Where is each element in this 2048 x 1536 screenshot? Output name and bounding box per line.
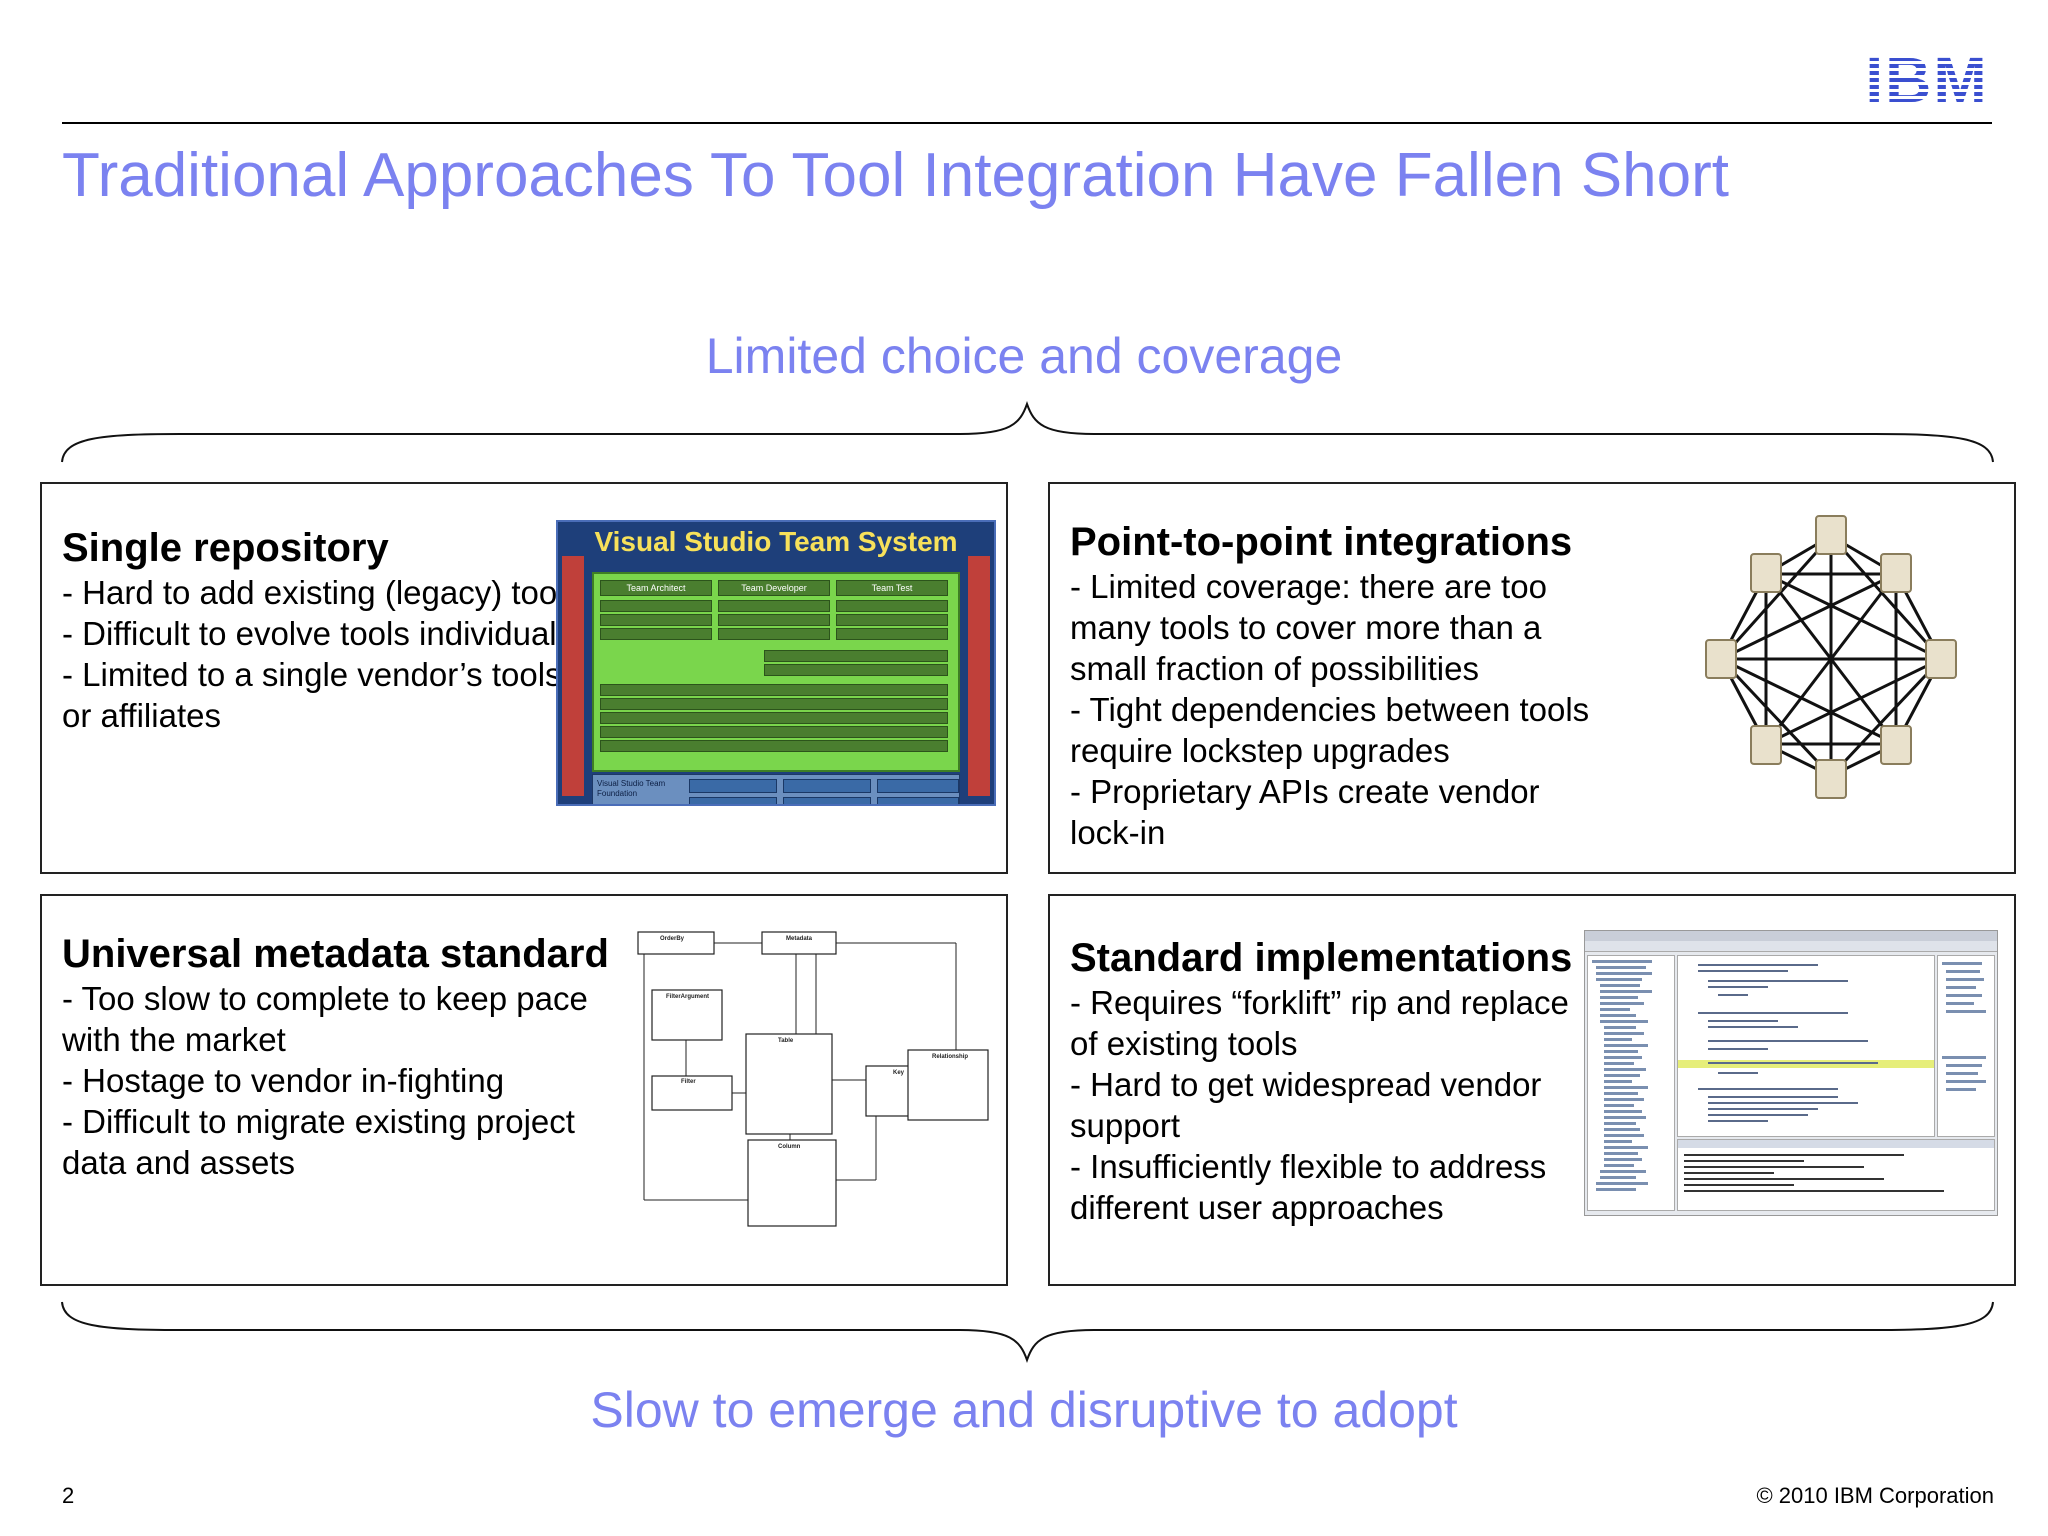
page-number: 2 (62, 1483, 75, 1508)
vsts-diagram-image: Visual Studio Team System Team Architect… (556, 520, 996, 806)
svg-text:Key: Key (893, 1070, 905, 1076)
vsts-box (689, 797, 777, 804)
ide-code-lines (1678, 964, 1934, 1122)
ide-screenshot-image (1584, 930, 1998, 1216)
ide-console (1677, 1139, 1995, 1211)
panel-standard-implementations: Standard implementations - Requires “for… (1048, 894, 2016, 1286)
top-caption: Limited choice and coverage (705, 328, 1343, 384)
svg-text:Metadata: Metadata (786, 936, 813, 942)
ide-editor (1677, 955, 1935, 1137)
bullet: - Hostage to vendor in-fighting (62, 1062, 505, 1099)
bullet: - Hard to add existing (legacy) tools (62, 574, 582, 611)
vsts-box (718, 600, 830, 612)
panel-point-to-point: Point-to-point integrations - Limited co… (1048, 482, 2016, 874)
panel-heading: Point-to-point integrations (1070, 520, 1573, 564)
panel-universal-metadata: Universal metadata standard - Too slow t… (40, 894, 1008, 1286)
bullet: - Tight dependencies between tools requi… (1070, 691, 1590, 769)
top-brace (61, 400, 1994, 463)
panel-heading: Standard implementations (1070, 936, 1573, 980)
bottom-caption: Slow to emerge and disruptive to adopt (590, 1382, 1458, 1438)
ide-package-explorer (1587, 955, 1675, 1211)
vsts-box (689, 779, 777, 793)
network-mesh-image (1705, 515, 1957, 799)
svg-text:OrderBy: OrderBy (660, 936, 685, 942)
ibm-logo: IBM (1865, 50, 1988, 106)
vsts-box (600, 698, 948, 710)
panel-heading: Universal metadata standard (62, 932, 609, 976)
bullet: - Difficult to migrate existing project … (62, 1103, 575, 1181)
vsts-box (600, 684, 948, 696)
vsts-box (718, 614, 830, 626)
vsts-title: Visual Studio Team System (594, 526, 958, 557)
vsts-box (836, 600, 948, 612)
vsts-box (600, 740, 948, 752)
bullet: - Insufficiently flexible to address dif… (1070, 1148, 1547, 1226)
vsts-foundation-label: Visual Studio Team Foundation (597, 779, 666, 798)
svg-text:Relationship: Relationship (932, 1054, 968, 1060)
ide-toolbar (1585, 941, 1997, 952)
svg-text:Table: Table (778, 1038, 794, 1044)
vsts-box (764, 664, 948, 676)
ide-console-lines (1678, 1140, 1994, 1192)
ide-titlebar (1585, 931, 1997, 941)
svg-text:FilterArgument: FilterArgument (666, 994, 709, 1000)
bullet: - Proprietary APIs create vendor lock-in (1070, 773, 1540, 851)
vsts-left-bar (562, 556, 584, 796)
vsts-foundation-area: Visual Studio Team Foundation (592, 774, 960, 804)
svg-text:Column: Column (778, 1144, 801, 1150)
bullet: - Difficult to evolve tools individually (62, 615, 581, 652)
uml-diagram-image: OrderBy Metadata FilterArgument Filter T… (637, 931, 989, 1227)
ide-outline (1937, 955, 1995, 1137)
vsts-box (836, 628, 948, 640)
vsts-box (600, 600, 712, 612)
svg-text:IBM: IBM (1865, 50, 1988, 106)
vsts-box (600, 712, 948, 724)
copyright: © 2010 IBM Corporation (1756, 1483, 1994, 1508)
vsts-right-bar (968, 556, 990, 796)
bullet: - Limited coverage: there are too many t… (1070, 568, 1547, 687)
header-rule (62, 122, 1992, 124)
bullet: - Hard to get widespread vendor support (1070, 1066, 1542, 1144)
vsts-box (600, 726, 948, 738)
panel-single-repository: Single repository - Hard to add existing… (40, 482, 1008, 874)
vsts-box (877, 797, 959, 804)
svg-text:Filter: Filter (681, 1079, 696, 1085)
ide-tree-lines (1592, 960, 1652, 1191)
bullet: - Too slow to complete to keep pace with… (62, 980, 588, 1058)
vsts-green-area: Team Architect Team Developer Team Test (592, 572, 960, 772)
panel-heading: Single repository (62, 526, 389, 570)
vsts-box (836, 614, 948, 626)
vsts-box (718, 628, 830, 640)
vsts-col-label: Team Architect (600, 580, 712, 596)
vsts-box (877, 779, 959, 793)
page-title: Traditional Approaches To Tool Integrati… (62, 141, 1729, 210)
vsts-col-label: Team Developer (718, 580, 830, 596)
bullet: - Requires “forklift” rip and replace of… (1070, 984, 1569, 1062)
bottom-brace (61, 1301, 1994, 1364)
vsts-box (600, 614, 712, 626)
ide-outline-lines (1942, 962, 1986, 1091)
vsts-box (600, 628, 712, 640)
vsts-box (783, 797, 871, 804)
vsts-box (783, 779, 871, 793)
bullet: - Limited to a single vendor’s tools or … (62, 656, 562, 734)
vsts-box (764, 650, 948, 662)
vsts-col-label: Team Test (836, 580, 948, 596)
